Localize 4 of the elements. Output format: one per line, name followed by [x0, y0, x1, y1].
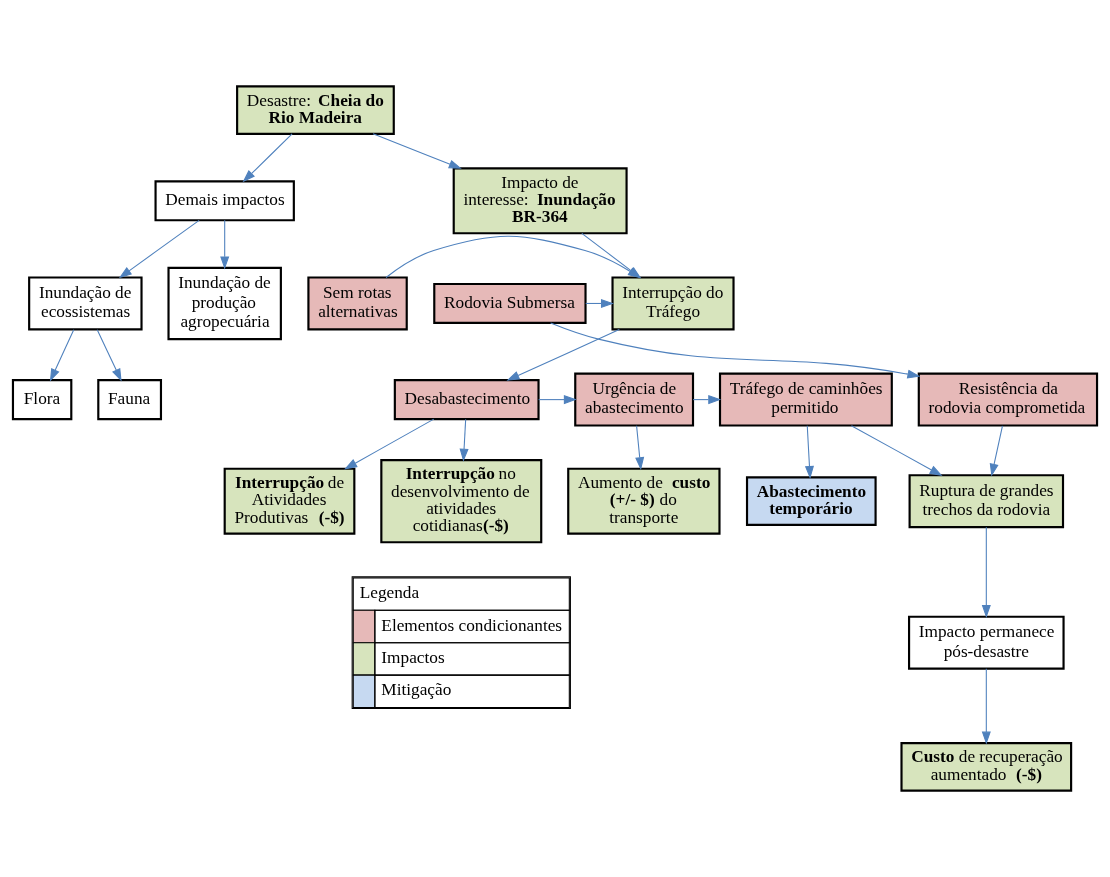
legend-label: Mitigação — [381, 680, 452, 700]
legend-label: Elementos condicionantes — [381, 615, 563, 635]
label: Legenda — [359, 583, 420, 603]
legend-label: Impactos — [381, 647, 445, 667]
